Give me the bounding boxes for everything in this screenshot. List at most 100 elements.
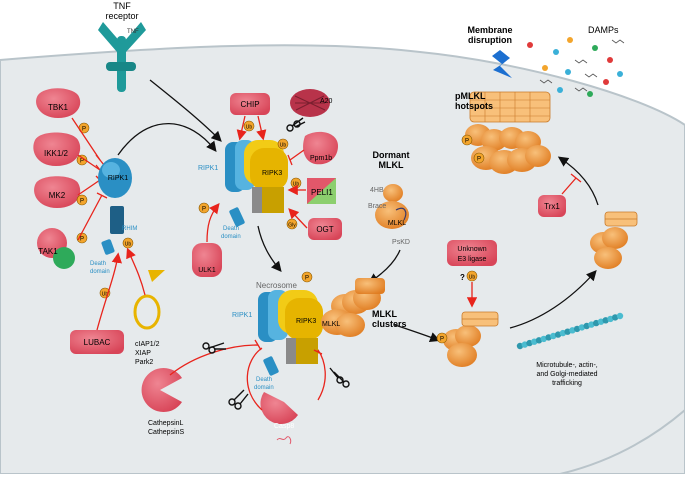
lightning-bolt xyxy=(492,50,512,78)
trx1-label: Trx1 xyxy=(544,202,560,211)
mlkl-cluster-membrane xyxy=(443,311,499,367)
ub-marker-unknown: Ub xyxy=(466,270,478,282)
pmlkl-label-2: hotspots xyxy=(455,101,493,111)
svg-text:Ub: Ub xyxy=(280,143,287,149)
tnf-label: TNF xyxy=(127,29,139,35)
damps-label: DAMPs xyxy=(588,25,619,35)
microtubule-bead xyxy=(526,339,533,347)
casp8-pacman xyxy=(260,392,298,425)
svg-text:Ub: Ub xyxy=(246,125,253,131)
unknown-e3-box xyxy=(447,240,497,266)
unknown-e3-label-2: E3 ligase xyxy=(458,256,487,263)
ppm1b-blob xyxy=(303,131,338,165)
p-marker-membrane: P xyxy=(436,332,448,344)
scissors-necrosome-b xyxy=(228,389,249,410)
microtubule-bead xyxy=(612,314,619,321)
mlkl-cluster-right xyxy=(590,211,638,269)
microtubule-bead xyxy=(516,342,524,350)
p-marker-ripk1-upper: P xyxy=(198,202,210,214)
pskd-label: PsKD xyxy=(392,239,410,246)
arrow-receptor-to-ripk xyxy=(149,79,222,142)
microtubule-bead xyxy=(593,319,600,327)
microtubule-bead xyxy=(578,324,586,331)
ogt-label: OGT xyxy=(316,225,333,234)
mlkl-clusters-label: MLKL xyxy=(372,309,397,319)
mlkl-cluster-necrosome xyxy=(321,278,385,337)
unknown-e3-label: Unknown xyxy=(457,246,486,253)
microtubule-bead xyxy=(550,332,557,340)
damps-particles xyxy=(527,37,625,97)
microtubule-bead xyxy=(602,317,609,324)
arrow-ogt xyxy=(288,208,308,229)
arrow-clusters-to-membrane xyxy=(394,324,441,343)
scissors-necrosome-c xyxy=(329,367,350,388)
ciap-label-3: Park2 xyxy=(135,359,153,366)
ripk3-upper-label: RIPK3 xyxy=(262,170,282,177)
pmlkl-hotspots xyxy=(465,91,551,174)
nucleus-edge xyxy=(559,409,685,475)
p-marker-hotspot-a: P xyxy=(461,134,473,146)
brace-label: Brace xyxy=(368,203,386,210)
tbk1-blob xyxy=(36,88,81,118)
necrosome-label: Necrosome xyxy=(256,281,297,290)
inhibit-casp8 xyxy=(246,347,326,411)
svg-text:P: P xyxy=(80,159,84,165)
arrow-to-necrosome xyxy=(257,225,282,272)
svg-text:P: P xyxy=(82,127,86,133)
microtubule-bead xyxy=(535,337,543,344)
ub-marker-left: Ub xyxy=(122,237,134,249)
ripk1-left xyxy=(98,158,132,255)
question-mark: ? xyxy=(460,273,465,282)
arrow-chip-2 xyxy=(256,115,267,141)
svg-text:P: P xyxy=(202,207,206,213)
ogt-box xyxy=(308,218,342,240)
mlkl-necrosome-label: MLKL xyxy=(322,321,340,328)
tbk1-label: TBK1 xyxy=(48,103,69,112)
cell-membrane xyxy=(0,44,685,475)
p-marker-mk2: P xyxy=(76,194,88,206)
rhim-left-label: RHIM xyxy=(122,226,137,232)
inhibit-ppm1b xyxy=(287,149,305,166)
mk2-label: MK2 xyxy=(49,191,66,200)
ikk12-label: IKK1/2 xyxy=(44,149,69,158)
tnf-receptor-label: TNF xyxy=(113,1,131,11)
chip-box xyxy=(230,93,270,115)
lubac-box xyxy=(70,330,124,354)
ciap-label-2: XIAP xyxy=(135,350,151,357)
svg-text:Ub: Ub xyxy=(293,182,300,188)
svg-text:P: P xyxy=(80,237,84,243)
svg-text:Ub: Ub xyxy=(469,275,476,281)
death-domain-upper-2: domain xyxy=(221,234,241,240)
p-marker-tbk1: P xyxy=(78,122,90,134)
rhim-upper-label: RHIM xyxy=(262,199,277,205)
membrane-disruption-label-2: disruption xyxy=(468,35,512,45)
arrow-trafficking xyxy=(509,270,597,329)
cathepsin-pacman xyxy=(141,367,182,412)
svg-text:Gly: Gly xyxy=(288,223,296,229)
svg-text:Ub: Ub xyxy=(125,242,132,248)
svg-text:P: P xyxy=(305,276,309,282)
trx1-box xyxy=(538,195,566,217)
ub-marker-ripk3-a: Ub xyxy=(277,138,289,150)
membrane-disruption-label: Membrane xyxy=(467,25,512,35)
rhim-necrosome-label: RHIM xyxy=(304,350,319,356)
arrow-lubac xyxy=(96,252,122,331)
p-marker-necrosome: P xyxy=(301,271,313,283)
trafficking-label: Microtubule-, actin-, xyxy=(536,362,598,369)
death-domain-necro: Death xyxy=(256,377,272,383)
a20-blob xyxy=(290,89,330,117)
cleaved-peptide xyxy=(276,436,292,445)
tnf-receptor-label-2: receptor xyxy=(105,11,138,21)
p-marker-hotspot-b: P xyxy=(473,152,485,164)
microtubule-bead xyxy=(616,312,624,320)
mlkl-dormant-label: MLKL xyxy=(388,220,406,227)
peli1-label: PELI1 xyxy=(311,188,333,197)
a20-label: A20 xyxy=(320,98,333,105)
casp8-label: Casp8 xyxy=(274,423,294,430)
scissors-necrosome-a xyxy=(202,342,226,354)
ripk1-upper-label: RIPK1 xyxy=(198,165,218,172)
microtubule xyxy=(516,312,624,350)
death-domain-left: Death xyxy=(90,261,106,267)
